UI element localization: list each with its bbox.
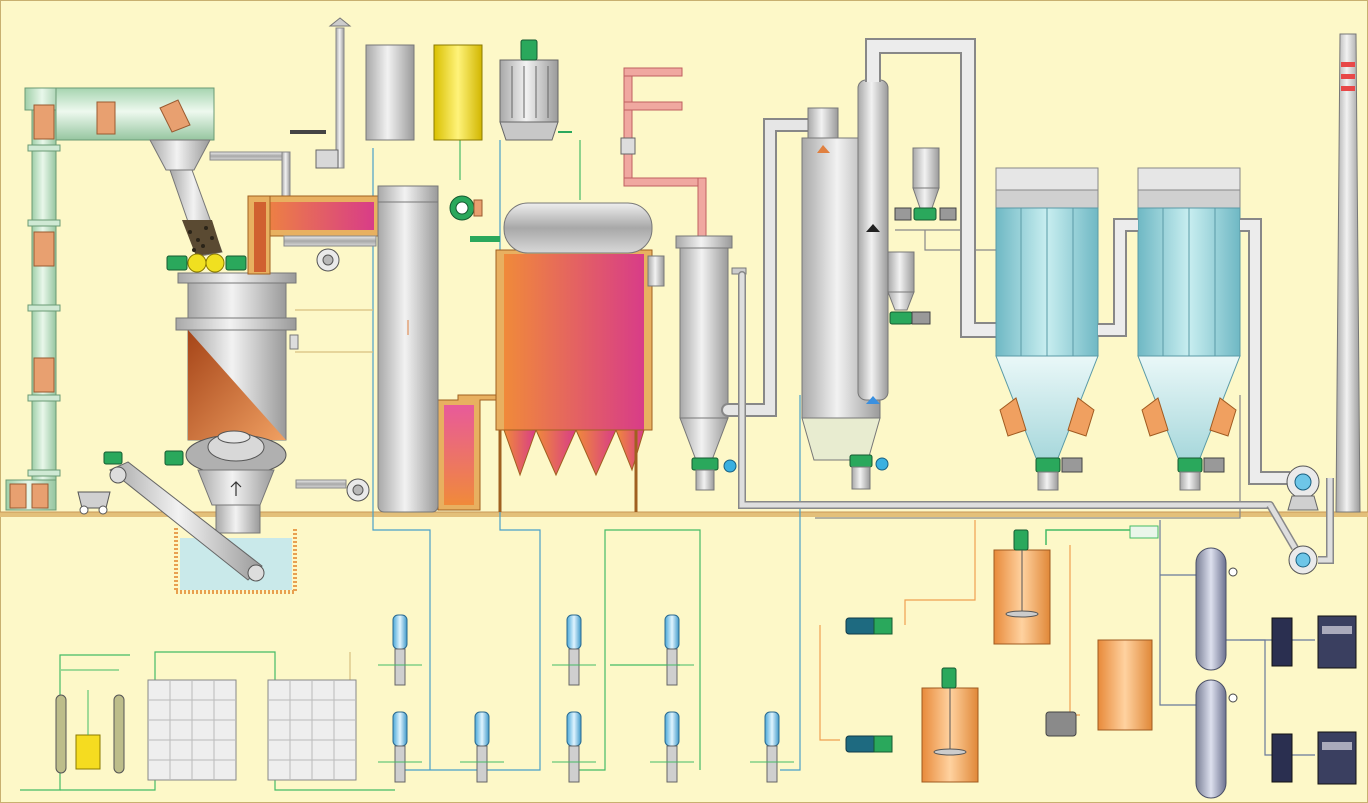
waste-heat-boiler	[495, 249, 665, 512]
water-pump-base	[766, 745, 778, 783]
water-pump-base	[476, 745, 488, 783]
ash-scraper-conveyor	[77, 451, 265, 582]
water-pump	[392, 614, 408, 650]
water-pump	[764, 711, 780, 747]
bag-filter-2	[1137, 167, 1241, 491]
gas-duct-refractory	[247, 195, 501, 511]
induced-draft-fan	[1286, 465, 1320, 575]
gas-cooling-column	[377, 185, 439, 513]
storage-rack-2	[267, 679, 357, 781]
water-pump	[392, 711, 408, 747]
water-pump-base	[568, 745, 580, 783]
top-loop-pipe	[865, 38, 1000, 338]
ground-line	[0, 511, 1368, 517]
storage-rack-1	[147, 679, 237, 781]
water-pump-base	[666, 745, 678, 783]
steam-drum	[470, 202, 653, 254]
water-pump-base	[394, 745, 406, 783]
signal-lines	[20, 140, 1315, 791]
storage-tank-yellow	[433, 44, 483, 141]
lime-silo-lower	[887, 251, 931, 325]
metering-pumps	[845, 617, 1077, 753]
water-pumps	[378, 614, 794, 783]
absorber-column	[857, 79, 889, 404]
agitator-tank-1	[993, 529, 1051, 645]
water-pump	[664, 614, 680, 650]
feed-conveyor-top	[55, 87, 215, 141]
cyclone-to-quench-pipe	[721, 118, 1274, 509]
water-pump	[566, 711, 582, 747]
steam-pipes	[620, 67, 707, 239]
lime-silo-upper	[894, 147, 957, 221]
water-pump-base	[394, 648, 406, 686]
vent-stack-small	[290, 17, 352, 169]
water-pump-base	[568, 648, 580, 686]
chimney-stack	[1335, 33, 1361, 513]
agitator-tank-2	[921, 667, 979, 783]
bag-filter-1	[995, 167, 1099, 491]
double-roller-feeder	[166, 253, 247, 273]
gas-cylinders	[55, 669, 125, 774]
storage-tank-gray	[365, 44, 415, 141]
water-pump	[566, 614, 582, 650]
water-pump	[664, 711, 680, 747]
water-pump-base	[666, 648, 678, 686]
cooling-tower	[499, 39, 572, 141]
reagent-tank	[1097, 639, 1153, 731]
bucket-elevator-left	[5, 87, 64, 511]
control-cabinets	[1271, 615, 1357, 785]
air-receivers	[1195, 547, 1238, 799]
feed-hopper	[149, 139, 223, 257]
column-pump	[449, 195, 483, 221]
water-inlet-pipe	[1045, 525, 1159, 545]
cyclone-separator	[675, 235, 747, 491]
water-pump	[474, 711, 490, 747]
gasifier-reactor	[164, 272, 299, 534]
filter-interconnect-pipes	[1098, 218, 1334, 564]
